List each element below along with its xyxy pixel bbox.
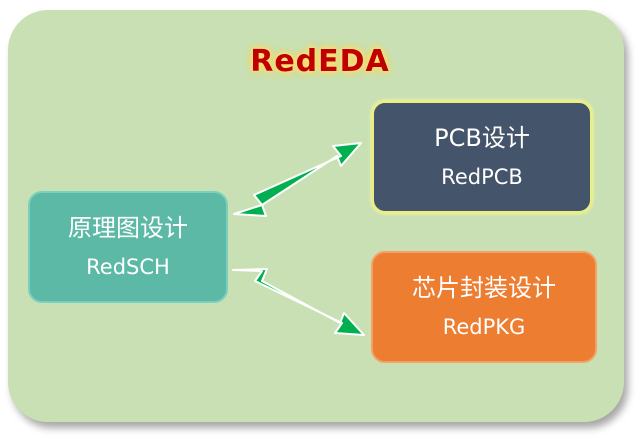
diagram-title: RedEDA xyxy=(250,44,390,79)
node-redpcb: PCB设计 RedPCB xyxy=(371,100,593,214)
node-redpkg-cn-label: 芯片封装设计 xyxy=(412,274,556,302)
arrow-sch-pcb xyxy=(233,142,362,217)
node-redpkg: 芯片封装设计 RedPKG xyxy=(371,251,597,363)
node-redsch: 原理图设计 RedSCH xyxy=(28,191,228,303)
node-redpkg-en-label: RedPKG xyxy=(442,315,526,339)
node-redsch-en-label: RedSCH xyxy=(86,255,170,279)
node-redsch-cn-label: 原理图设计 xyxy=(68,214,188,242)
node-redpcb-en-label: RedPCB xyxy=(441,165,523,189)
arrow-sch-pkg xyxy=(232,268,365,336)
node-redpcb-cn-label: PCB设计 xyxy=(434,124,530,152)
